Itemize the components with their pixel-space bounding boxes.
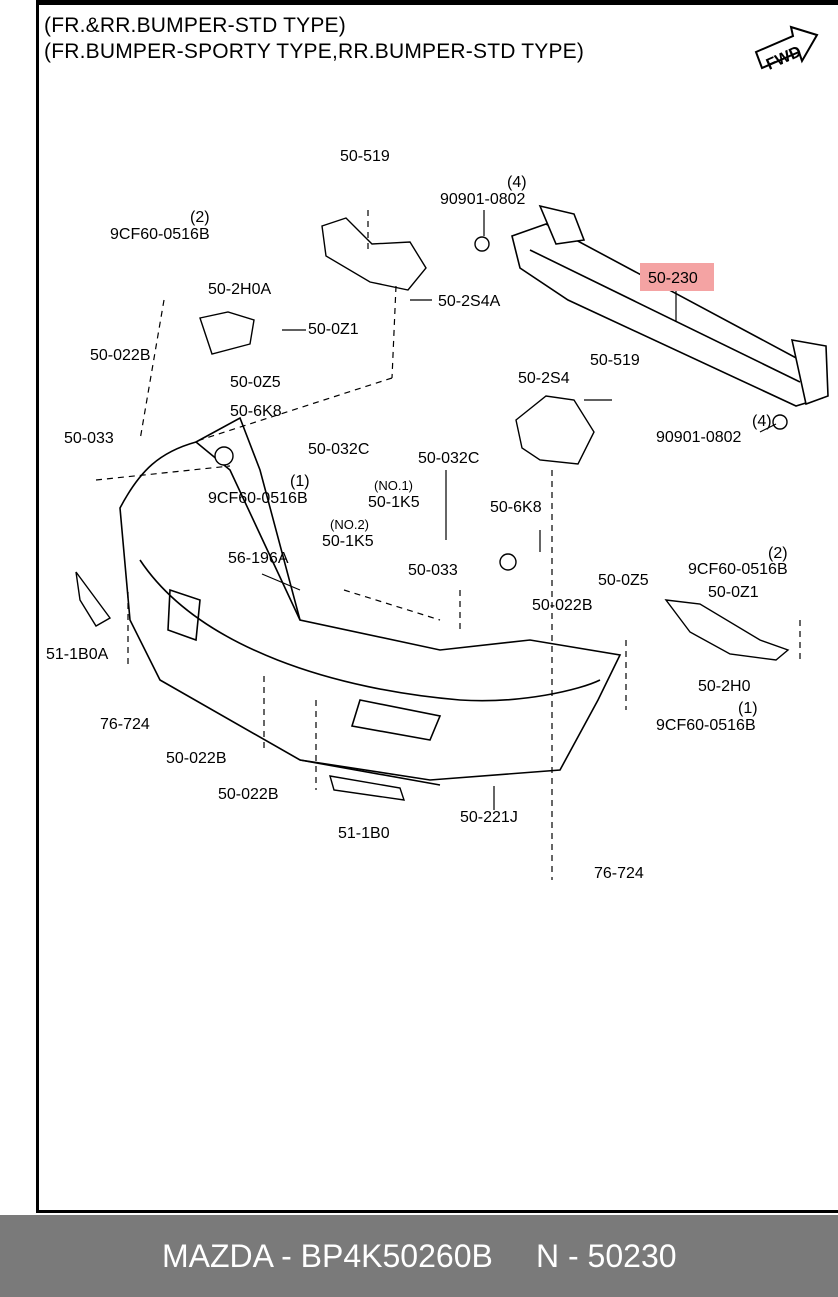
callout-label: 50-0Z5 [230,374,281,391]
assembly-leader-lines [95,210,801,880]
highlight-box [640,263,714,291]
callout-label: (2) [768,545,788,562]
callout-label: 50-022B [166,750,227,767]
diagram-title-line1: (FR.&RR.BUMPER-STD TYPE) [44,14,346,37]
callout-label: 50-230 [648,270,698,287]
callout-label: 76-724 [594,865,644,882]
callout-label: (4) [752,413,772,430]
callout-label: 50-6K8 [230,403,282,420]
callout-label: 51-1B0A [46,646,109,663]
footer-bar [0,1215,838,1297]
callout-label: 50-032C [308,441,369,458]
bracket-parts [75,217,790,801]
callout-label: 76-724 [100,716,150,733]
callout-label: 51-1B0 [338,825,390,842]
footer-part-number: MAZDA - BP4K50260B [162,1238,493,1274]
diagram-title-line2: (FR.BUMPER-SPORTY TYPE,RR.BUMPER-STD TYP… [44,40,585,63]
callout-label: 50-022B [532,597,593,614]
callout-label: 90901-0802 [656,429,742,446]
callout-label: (1) [290,473,310,490]
callout-label: 50-2H0A [208,281,271,298]
parts-drawing: FWD [46,25,829,882]
callout-label: (4) [507,174,527,191]
callout-label: 90901-0802 [440,191,526,208]
bumper-reinforcement-beam [511,204,829,407]
callout-label: 50-221J [460,809,518,826]
callout-leader-lines [261,210,777,810]
callout-label: 50-6K8 [490,499,542,516]
callout-label: 50-033 [408,562,458,579]
callout-label: 50-022B [218,786,279,803]
fwd-arrow-icon: FWD [754,25,819,74]
callout-label: 50-519 [590,352,640,369]
callout-label: 50-519 [340,148,390,165]
callout-label: 9CF60-0516B [110,226,210,243]
callout-label: 50-0Z5 [598,572,649,589]
callout-label: 50-0Z1 [708,584,759,601]
callout-label: (NO.1) [374,478,413,493]
callout-label: 50-1K5 [322,533,374,550]
callout-label: 50-2S4 [518,370,570,387]
frame-top-border [36,0,838,5]
frame-bottom-border [36,1210,838,1213]
callout-label: 9CF60-0516B [656,717,756,734]
callout-label: 9CF60-0516B [208,490,308,507]
callout-label: 50-022B [90,347,151,364]
parts-diagram: (FR.&RR.BUMPER-STD TYPE) (FR.BUMPER-SPOR… [36,0,838,1213]
callout-label: (1) [738,700,758,717]
callout-label: 50-033 [64,430,114,447]
bumper-cover [119,416,622,786]
callout-label: 56-196A [228,550,289,567]
callout-label: 50-2S4A [438,293,501,310]
frame-left-border [36,0,39,1213]
callout-label: 50-032C [418,450,479,467]
callout-label: (NO.2) [330,517,369,532]
callout-label: 9CF60-0516B [688,561,788,578]
callout-label: 50-0Z1 [308,321,359,338]
callout-label: 50-1K5 [368,494,420,511]
callout-label: 50-2H0 [698,678,751,695]
callout-label: (2) [190,209,210,226]
footer-reference-number: N - 50230 [536,1238,677,1274]
